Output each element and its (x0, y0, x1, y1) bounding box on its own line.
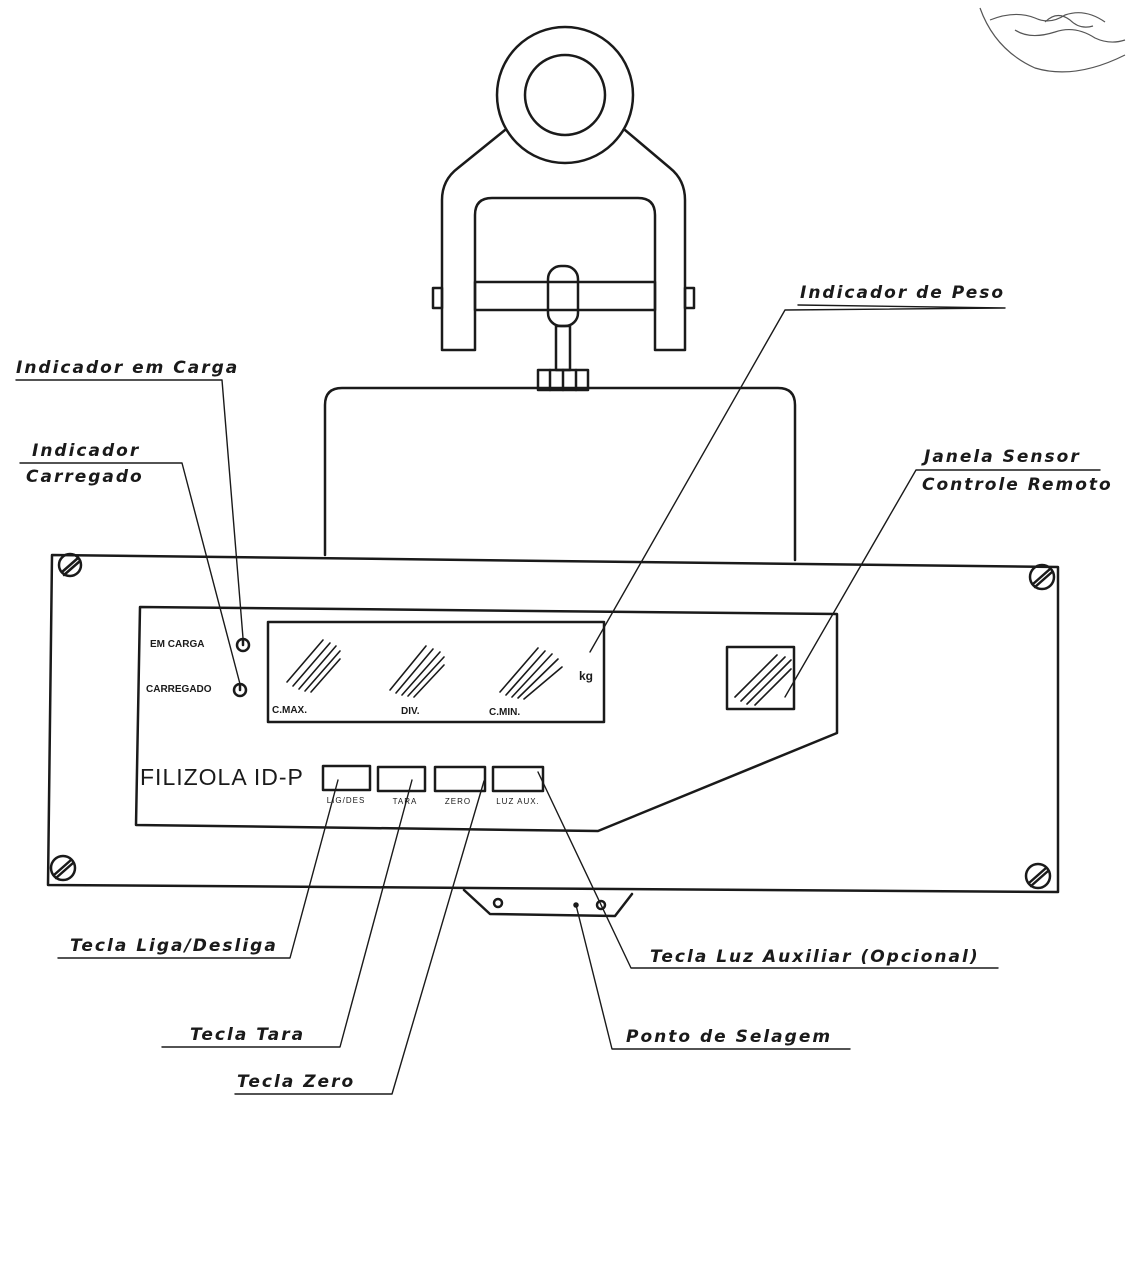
label-em-carga: EM CARGA (150, 639, 205, 650)
label-tecla-zero: Tecla Zero (237, 1072, 356, 1092)
label-cmax: C.MAX. (272, 705, 307, 716)
main-body (46, 553, 1060, 894)
key-label-zero: ZERO (444, 797, 472, 806)
label-janela-sensor: Janela Sensor (924, 447, 1081, 467)
key-label-luz-aux: LUZ AUX. (496, 797, 540, 806)
label-div: DIV. (401, 706, 420, 717)
seal-hole-icon (595, 899, 607, 911)
screw-icon-top-left (57, 552, 83, 578)
label-indicador-carregado-1: Indicador (32, 441, 141, 461)
label-tecla-luz-auxiliar: Tecla Luz Auxiliar (Opcional) (650, 947, 980, 967)
label-ponto-de-selagem: Ponto de Selagem (626, 1027, 833, 1047)
label-tecla-liga-desliga: Tecla Liga/Desliga (70, 936, 278, 956)
key-zero[interactable] (433, 765, 487, 793)
leader-lines (15, 304, 1101, 1095)
upper-housing (323, 386, 797, 562)
label-indicador-de-peso: Indicador de Peso (800, 283, 1006, 303)
label-cmin: C.MIN. (489, 707, 521, 718)
brand-label: FILIZOLA ID-P (140, 764, 304, 790)
label-unit-kg: kg (579, 669, 594, 683)
weight-display (266, 620, 606, 724)
signature-icon (979, 7, 1126, 73)
label-controle-remoto: Controle Remoto (922, 475, 1113, 495)
key-luz-aux[interactable] (491, 765, 545, 793)
key-lig-des[interactable] (321, 764, 372, 792)
faceplate (134, 605, 839, 833)
label-indicador-em-carga: Indicador em Carga (16, 358, 240, 378)
screw-icon-top-right (1028, 563, 1056, 591)
hanging-shackle (431, 25, 696, 392)
seal-plate (462, 888, 634, 918)
key-label-tara: TARA (392, 797, 418, 806)
remote-sensor-window (725, 645, 796, 711)
key-label-lig-des: LIG/DES (326, 796, 366, 805)
sensor-hatch (734, 654, 792, 706)
screw-icon-bottom-left (49, 854, 77, 882)
key-tara[interactable] (376, 765, 427, 793)
display-hatch (286, 639, 563, 700)
label-tecla-tara: Tecla Tara (190, 1025, 306, 1045)
label-indicador-carregado-2: Carregado (26, 467, 144, 487)
seal-hole-icon (492, 897, 504, 909)
screw-icon-bottom-right (1024, 862, 1052, 890)
label-carregado: CARREGADO (146, 684, 212, 695)
